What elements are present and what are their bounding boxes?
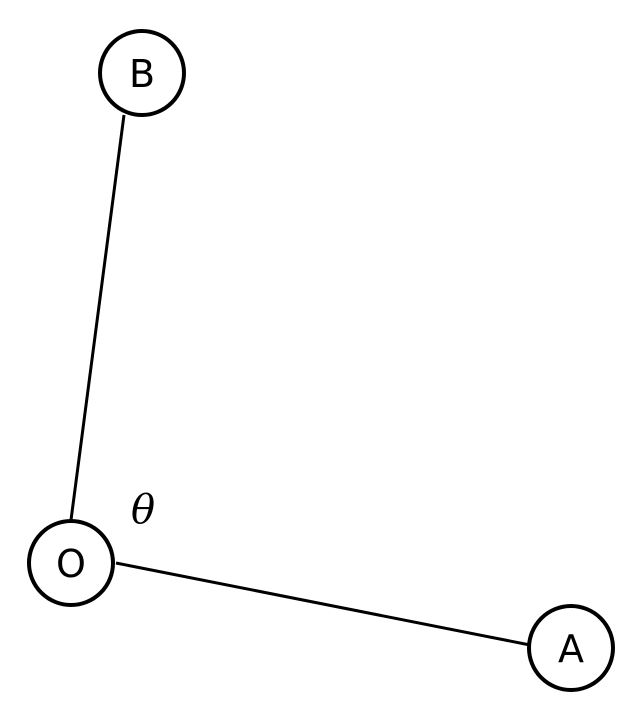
edge-o-a (115, 561, 531, 647)
node-o-circle (27, 519, 115, 607)
node-a-label: A (558, 627, 584, 671)
node-a-circle (527, 604, 615, 692)
node-o-label: O (56, 542, 86, 586)
angle-theta-label: θ (131, 487, 155, 533)
node-a: A (527, 604, 615, 692)
edge-o-b (69, 114, 126, 521)
node-b: B (98, 29, 186, 117)
node-o: O (27, 519, 115, 607)
node-b-label: B (129, 52, 155, 96)
node-b-circle (98, 29, 186, 117)
